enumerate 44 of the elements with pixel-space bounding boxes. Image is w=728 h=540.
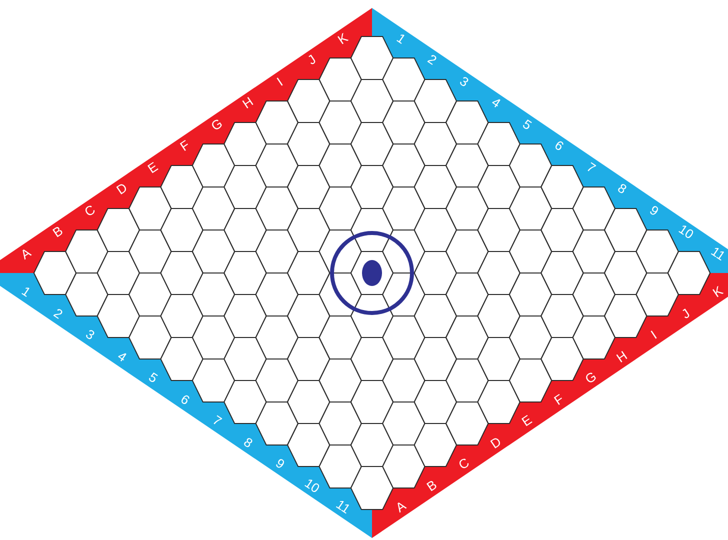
- coordinate-label: 3: [457, 74, 471, 90]
- coordinate-label: G: [208, 116, 225, 134]
- coordinate-label: B: [424, 478, 440, 494]
- coordinate-label: 2: [51, 306, 66, 322]
- coordinate-label: I: [274, 74, 286, 88]
- coordinate-label: 11: [708, 244, 728, 264]
- coordinate-label: 11: [334, 498, 353, 517]
- coordinate-label: J: [679, 306, 692, 322]
- coordinate-label: G: [582, 370, 599, 387]
- coordinate-label: 3: [82, 328, 97, 344]
- coordinate-label: 2: [425, 52, 440, 68]
- coordinate-label: K: [336, 30, 351, 47]
- coordinate-label: 4: [114, 349, 128, 365]
- coordinate-label: E: [146, 159, 161, 176]
- coordinate-label: 6: [178, 392, 192, 408]
- coordinate-label: 8: [616, 181, 630, 197]
- coordinate-label: B: [50, 224, 66, 240]
- coordinate-label: 8: [241, 435, 256, 451]
- coordinate-label: 7: [584, 160, 598, 176]
- coordinate-label: 10: [676, 222, 696, 242]
- coordinate-label: F: [552, 392, 566, 408]
- coordinate-label: A: [393, 499, 408, 516]
- coordinate-label: 9: [273, 456, 287, 472]
- coordinate-label: E: [520, 413, 535, 430]
- coordinate-label: 9: [647, 202, 662, 218]
- coordinate-label: C: [82, 202, 98, 220]
- coordinate-label: 6: [552, 138, 566, 154]
- coordinate-label: 7: [210, 414, 224, 430]
- coordinate-label: D: [488, 434, 504, 452]
- coordinate-label: F: [178, 138, 192, 154]
- coordinate-label: 10: [302, 476, 322, 496]
- coordinate-label: 5: [520, 116, 534, 132]
- coordinate-label: H: [240, 94, 256, 112]
- coordinate-label: 4: [488, 95, 503, 111]
- coordinate-label: I: [648, 328, 660, 342]
- coordinate-label: C: [456, 456, 472, 473]
- coordinate-label: 1: [20, 284, 34, 300]
- coordinate-label: K: [710, 284, 726, 301]
- coordinate-label: A: [18, 245, 34, 262]
- coordinate-label: 1: [394, 30, 408, 46]
- coordinate-label: H: [614, 348, 630, 366]
- coordinate-label: D: [114, 180, 130, 198]
- coordinate-label: 5: [146, 370, 160, 386]
- coordinate-label: J: [305, 52, 318, 68]
